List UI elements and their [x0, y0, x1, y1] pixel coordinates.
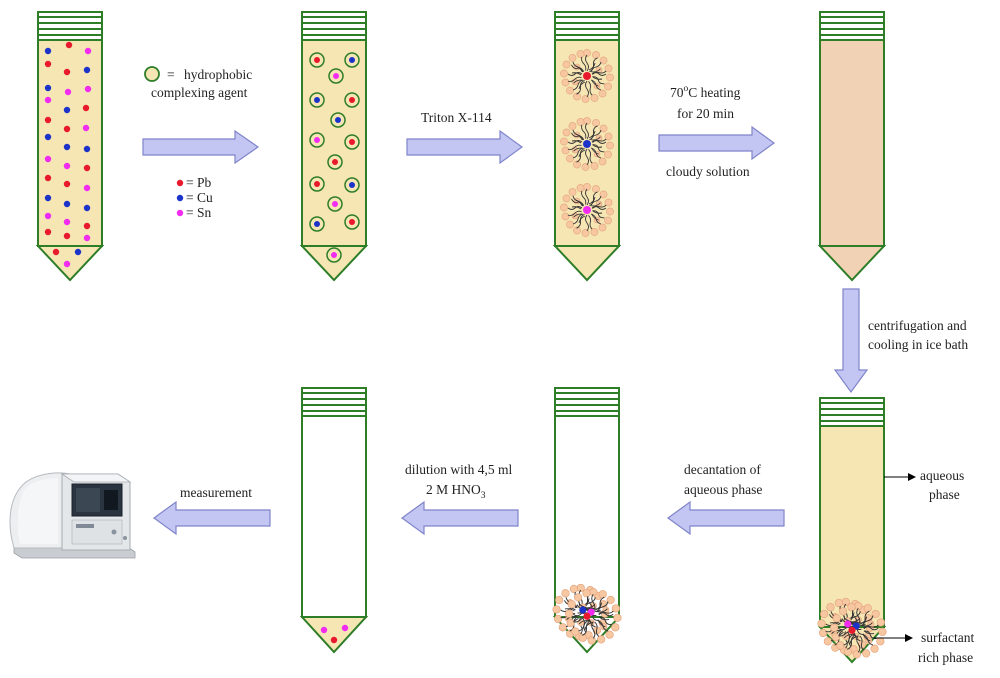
sn-icon — [176, 209, 184, 217]
aqueous-phase-line1: aqueous — [920, 468, 964, 483]
arrow-3-right — [658, 125, 776, 161]
metal-ions — [44, 41, 92, 268]
aqueous-phase-line2: phase — [929, 487, 960, 502]
arrow-6-left — [400, 500, 519, 536]
step-measurement-label: measurement — [180, 485, 252, 500]
legend-agent-line2: complexing agent — [151, 85, 248, 100]
surfactant-rich-droplet — [817, 597, 886, 659]
spectrometer-icon — [9, 472, 136, 559]
arrow-7-left — [152, 500, 271, 536]
step-cloudy-label: cloudy solution — [666, 164, 750, 179]
tube-3-micelles — [552, 11, 622, 282]
micelle-2 — [560, 116, 614, 171]
surfactant-phase-line1: surfactant — [921, 630, 974, 645]
surfactant-phase-pointer — [874, 634, 913, 642]
step-heating-line2: for 20 min — [677, 106, 734, 121]
step-triton-label: Triton X-114 — [421, 110, 492, 125]
diluted-ions — [320, 624, 349, 644]
arrow-5-left — [666, 500, 785, 536]
tube-5-separated — [817, 397, 886, 664]
surfactant-phase-line2: rich phase — [918, 650, 973, 665]
legend-agent-line1: hydrophobic — [184, 67, 252, 82]
legend-cu: = Cu — [186, 190, 213, 205]
legend-pb: = Pb — [186, 175, 211, 190]
legend-sn: = Sn — [186, 205, 211, 220]
step-decantation-line1: decantation of — [684, 462, 761, 477]
legend-agent-eq: = — [167, 67, 175, 82]
surfactant-rich-residue — [552, 583, 621, 645]
tube-2-complexed — [299, 11, 369, 282]
arrow-1-right — [142, 129, 260, 165]
micelle-3 — [560, 182, 614, 237]
arrow-4-down — [833, 288, 869, 394]
complexing-agent-icon — [144, 66, 160, 82]
step-dilution-line2: 2 M HNO3 — [426, 482, 486, 501]
arrow-2-right — [406, 129, 524, 165]
tube-6-decanted — [552, 387, 621, 654]
step-centrifugation-line2: cooling in ice bath — [868, 337, 968, 352]
aqueous-phase-pointer — [884, 473, 916, 481]
step-centrifugation-line1: centrifugation and — [868, 318, 967, 333]
step-decantation-line2: aqueous phase — [684, 482, 762, 497]
micelle-1 — [560, 48, 614, 103]
tube-1-sample — [35, 11, 105, 282]
legend: = hydrophobic complexing agent = Pb = Cu… — [144, 66, 252, 220]
pb-icon — [176, 179, 184, 187]
cu-icon — [176, 194, 184, 202]
step-heating-line1: 70oC heating — [670, 84, 741, 100]
tube-4-cloudy — [817, 11, 887, 282]
step-dilution-line1: dilution with 4,5 ml — [405, 462, 513, 477]
tube-7-diluted — [299, 387, 369, 654]
